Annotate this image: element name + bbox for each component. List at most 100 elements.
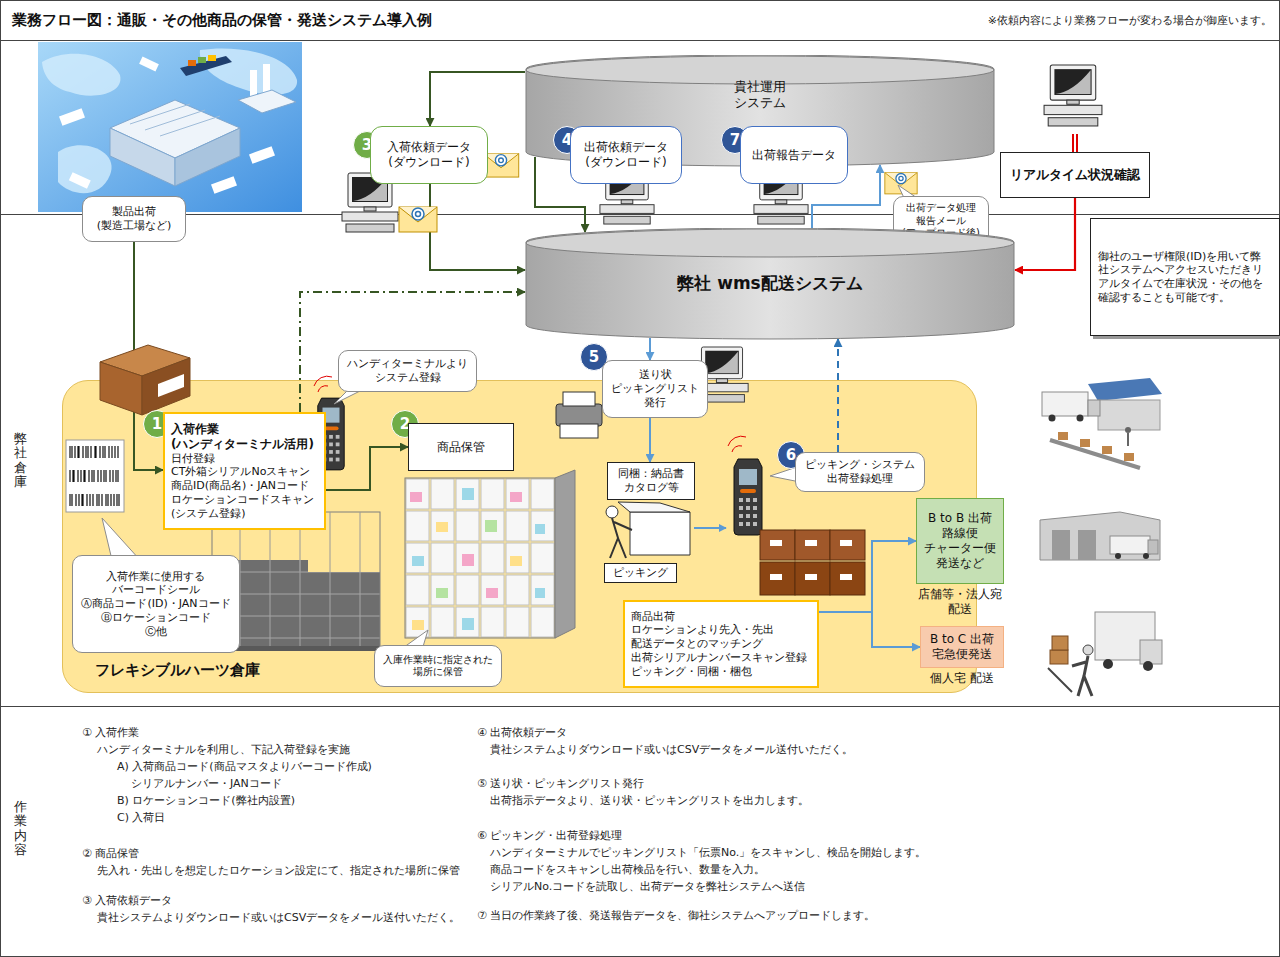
process-box: 入荷作業 (ハンディターミナル活用)日付登録 CT外箱シリアルNoスキャン 商品… xyxy=(163,412,326,530)
node-text: B to C 出荷 宅急便発送 xyxy=(930,632,994,662)
note-text: 貴社システムよりダウンロード或いはCSVデータをメール送付いただく。 xyxy=(490,743,853,757)
connector xyxy=(300,292,525,412)
label-holder: ③ 入荷依頼データ xyxy=(82,894,172,908)
label-holder: 貴社システムよりダウンロード或いはCSVデータをメール送付いただく。 xyxy=(97,911,460,925)
text-line: システム登録 xyxy=(347,371,468,385)
node-text: ピッキング xyxy=(613,566,668,580)
outside-label: 店舗等・法人宛 配送 xyxy=(918,587,1002,617)
text-line: (システム登録) xyxy=(171,507,314,521)
connector xyxy=(649,338,651,360)
note-text: ⑤ 送り状・ピッキングリスト発行 xyxy=(477,777,644,791)
connector xyxy=(535,157,585,232)
text-line: 場所に保管 xyxy=(383,666,493,679)
picking-tag: ピッキング xyxy=(604,563,677,583)
label-holder: ⑥ ピッキング・出荷登録処理 xyxy=(477,829,622,843)
node-text: 弊社 wms配送システム xyxy=(677,273,862,294)
outside-label: 個人宅 配送 xyxy=(930,671,994,686)
text-line: 路線便 xyxy=(924,526,996,541)
picking-figure xyxy=(606,502,690,558)
wms-cylinder: 弊社 wms配送システム xyxy=(525,228,1015,340)
callout-number: 1 xyxy=(152,415,162,434)
truck-conveyor-photo xyxy=(1042,378,1162,468)
connector xyxy=(812,165,880,229)
label-holder: ⑤ 送り状・ピッキングリスト発行 xyxy=(477,777,644,791)
section-label: 弊社倉庫 xyxy=(14,432,27,489)
text-line: ハンディターミナルより xyxy=(347,357,468,371)
shipping-box: B to C 出荷 宅急便発送個人宅 配送 xyxy=(920,626,1004,668)
printer-icon xyxy=(556,392,602,438)
note-text: ハンディターミナルを利用し、下記入荷登録を実施 xyxy=(97,743,350,757)
label-holder: C) 入荷日 xyxy=(117,811,165,825)
note-text: A) 入荷商品コード(商品マスタよりバーコード作成) xyxy=(117,760,372,774)
mail-icon xyxy=(483,154,518,177)
node-text: フレキシブルハーツ倉庫 xyxy=(95,661,260,680)
note-text: ⑦ 当日の作業終了後、発送報告データを、御社システムへアップロードします。 xyxy=(477,909,875,923)
text-line: (ダウンロード) xyxy=(387,155,471,170)
text-line: 出荷登録処理 xyxy=(805,472,915,486)
text-line: (ダウンロード) xyxy=(584,155,668,170)
text-line: 配送 xyxy=(918,602,1002,617)
cardboard-box xyxy=(100,345,190,415)
text-line: 同梱：納品書 xyxy=(618,467,684,481)
callout-tail xyxy=(898,185,920,200)
computer-icon xyxy=(696,347,748,402)
callout-box: 入荷作業に使用する バーコードシール Ⓐ商品コード(ID)・JANコード Ⓑロケ… xyxy=(72,555,240,653)
signal-waves xyxy=(314,376,332,392)
text-line: ピッキングリスト xyxy=(611,382,699,396)
text-line: Ⓒ他 xyxy=(81,625,230,639)
computer-icon xyxy=(342,173,398,232)
node-text: 出荷報告データ xyxy=(752,148,836,163)
title-rule xyxy=(0,40,1280,41)
text-line: システム xyxy=(734,95,786,111)
text-line: 報告メール xyxy=(902,215,980,228)
text-line: 出荷シリアルナンバースキャン登録 xyxy=(631,651,807,665)
label-holder: シリアルNo.コードを読取し、出荷データを弊社システムへ送信 xyxy=(490,880,805,894)
callout-number: 7 xyxy=(730,131,740,150)
node-text: 貴社運用 システム xyxy=(734,79,786,112)
connector xyxy=(430,72,525,126)
computer-icon xyxy=(754,167,808,224)
note-text: シリアルNo.コードを読取し、出荷データを弊社システムへ送信 xyxy=(490,880,805,894)
diagram-title: 業務フロー図：通販・その他商品の保管・発送システム導入例 xyxy=(12,11,432,30)
node-text: 商品出荷 ロケーションより先入・先出 配送データとのマッチング 出荷シリアルナン… xyxy=(631,610,807,679)
text-line: (ハンディターミナル活用) xyxy=(171,437,314,452)
text-line: チャーター便 xyxy=(924,541,996,556)
text-line: カタログ等 xyxy=(618,481,684,495)
node-text: 製品出荷 (製造工場など) xyxy=(97,205,172,233)
callout-tail xyxy=(400,630,428,650)
text-line: 入荷作業 xyxy=(171,422,314,437)
section-label: 作業内容 xyxy=(14,800,27,857)
node-text: 入庫作業時に指定された 場所に保管 xyxy=(383,654,493,679)
text-line: 貴社運用 xyxy=(734,79,786,95)
node-text: 店舗等・法人宛 配送 xyxy=(918,587,1002,617)
text-line: ピッキング・システム xyxy=(805,458,915,472)
note-text: シリアルナンバー・JANコード xyxy=(131,777,282,791)
note-box: 御社のユーザ権限(ID)を用いて弊社システムへアクセスいただきリアルタイムで在庫… xyxy=(1090,218,1280,336)
band-rule xyxy=(0,214,1280,215)
callout-box: ピッキング・システム 出荷登録処理 xyxy=(795,452,925,492)
data-box: 出荷報告データ xyxy=(740,126,848,184)
note-text: C) 入荷日 xyxy=(117,811,165,825)
text-line: 宅急便発送 xyxy=(930,647,994,662)
note-text: ④ 出荷依頼データ xyxy=(477,726,567,740)
source-box: 製品出荷 (製造工場など) xyxy=(82,196,186,242)
text-line: 配送データとのマッチング xyxy=(631,637,807,651)
label-holder: 貴社システムよりダウンロード或いはCSVデータをメール送付いただく。 xyxy=(490,743,853,757)
shipping-box: B to B 出荷 路線便 チャーター便 発送など店舗等・法人宛 配送 xyxy=(916,498,1004,584)
label-holder: 商品コードをスキャンし出荷検品を行い、数量を入力。 xyxy=(490,863,765,877)
text-line: Ⓑロケーションコード xyxy=(81,611,230,625)
text-line: 店舗等・法人宛 xyxy=(918,587,1002,602)
text-line: Ⓐ商品コード(ID)・JANコード xyxy=(81,597,230,611)
access-line xyxy=(1076,134,1078,152)
connector xyxy=(1015,198,1075,270)
callout-box: 入庫作業時に指定された 場所に保管 xyxy=(374,645,502,687)
label-holder: 先入れ・先出しを想定したロケーション設定にて、指定された場所に保管 xyxy=(97,864,460,878)
title-holder: 業務フロー図：通販・その他商品の保管・発送システム導入例 xyxy=(12,11,432,30)
process-box: 商品出荷 ロケーションより先入・先出 配送データとのマッチング 出荷シリアルナン… xyxy=(623,600,819,688)
note-text: ② 商品保管 xyxy=(82,847,139,861)
note-text: ハンディターミナルでピッキングリスト「伝票No.」をスキャンし、検品を開始します… xyxy=(490,846,926,860)
mail-icon xyxy=(399,207,437,232)
label-holder: シリアルナンバー・JANコード xyxy=(131,777,282,791)
node-text: 同梱：納品書 カタログ等 xyxy=(618,467,684,495)
